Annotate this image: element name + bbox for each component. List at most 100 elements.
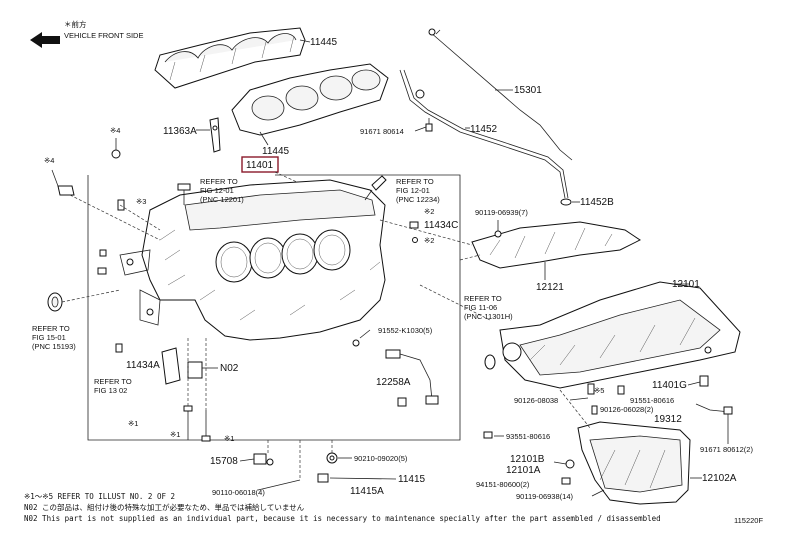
- label-91552: 91552-K1030(5): [378, 326, 433, 335]
- marker-2a: ※2: [424, 207, 434, 216]
- sensor-plug: [364, 175, 387, 201]
- bolt-91551-80616: [617, 385, 625, 395]
- refer-note-3: REFER TO FIG 11-06 (PNC 11301H): [464, 294, 513, 321]
- note-line-2: N02 この部品は、組付け後の特殊な加工が必要なため、単品では補給していません: [24, 502, 305, 512]
- cylinder-block: [119, 179, 386, 341]
- note-line-3: N02 This part is not supplied as an indi…: [24, 514, 661, 523]
- refer-note-5: REFER TO FIG 13 02: [94, 377, 132, 395]
- bolt-93551: [483, 431, 493, 439]
- note-line-1: ※1～※5 REFER TO ILLUST NO. 2 OF 2: [24, 492, 175, 501]
- label-11452B: 11452B: [580, 197, 614, 208]
- svg-text:(PNC 12201): (PNC 12201): [200, 195, 244, 204]
- oil-dipstick: [428, 28, 573, 161]
- assembly-frame: [87, 174, 461, 441]
- label-12102A: 12102A: [702, 473, 737, 484]
- plug-11415: [317, 473, 329, 483]
- label-90126-06028: 90126-06028(2): [600, 405, 654, 414]
- svg-text:REFER TO: REFER TO: [464, 294, 502, 303]
- pin-11401G: [699, 375, 709, 387]
- marker-2b: ※2: [424, 236, 434, 245]
- label-90110-06018: 90110-06018(4): [212, 488, 265, 497]
- sensor-12258A: [385, 349, 439, 407]
- label-90126-08038: 90126-08038: [514, 396, 558, 405]
- marker-5: ※5: [594, 386, 604, 395]
- label-11401G: 11401G: [652, 380, 687, 391]
- svg-text:FIG 12-01: FIG 12-01: [396, 186, 430, 195]
- plug-seal: [484, 354, 496, 370]
- label-90119-06939: 90119-06939(7): [475, 208, 528, 217]
- label-12258A: 12258A: [376, 377, 411, 388]
- label-N02: N02: [220, 363, 239, 374]
- label-12101A: 12101A: [506, 465, 541, 476]
- oil-pan-upper: [499, 281, 741, 389]
- marker-1b: ※1: [170, 430, 180, 439]
- bolt-90126-06028: [591, 405, 598, 415]
- refer-note-2: REFER TO FIG 12-01 (PNC 12234): [396, 177, 440, 204]
- label-19312: 19312: [654, 414, 682, 425]
- label-12121: 12121: [536, 282, 564, 293]
- bolt-icon: [177, 183, 191, 205]
- svg-text:FIG 11-06: FIG 11-06: [464, 303, 497, 312]
- label-11415: 11415: [398, 474, 426, 485]
- svg-text:(PNC 11301H): (PNC 11301H): [464, 312, 513, 321]
- svg-text:FIG 13 02: FIG 13 02: [94, 386, 127, 395]
- label-91551-80616: 91551-80616: [630, 396, 674, 405]
- bracket-11363A: [209, 117, 221, 153]
- front-arrow-icon: [30, 32, 60, 48]
- oil-seal-ring: [47, 292, 63, 312]
- illustration-number: 115220F: [734, 516, 763, 525]
- marker-4a: ※4: [110, 126, 120, 135]
- refer-note-1: REFER TO FIG 12-01 (PNC 12201): [200, 177, 244, 204]
- label-15708: 15708: [210, 456, 238, 467]
- label-12101B: 12101B: [510, 454, 545, 465]
- label-11434C: 11434C: [424, 220, 458, 231]
- label-11401: 11401: [246, 160, 274, 171]
- pin-11434C: [409, 221, 419, 243]
- dipstick-guide: [399, 69, 569, 199]
- marker-4b: ※4: [44, 156, 54, 165]
- label-91671-80614: 91671 80614: [360, 127, 404, 136]
- fitting-left-small: [51, 149, 125, 275]
- pin-small: [115, 343, 123, 353]
- orientation-en: VEHICLE FRONT SIDE: [64, 31, 143, 40]
- svg-text:FIG 15-01: FIG 15-01: [32, 333, 66, 342]
- label-93551-80616: 93551-80616: [506, 432, 550, 441]
- svg-text:FIG 12-01: FIG 12-01: [200, 186, 234, 195]
- label-12101: 12101: [672, 279, 700, 290]
- cap-11434A: [161, 347, 203, 385]
- insulator-cover-upper: [154, 27, 306, 89]
- oil-baffle-plate: [471, 221, 641, 269]
- label-15301: 15301: [514, 85, 542, 96]
- bolt-91671-80614: [425, 118, 433, 132]
- label-11363A: 11363A: [163, 126, 197, 137]
- tube-19312: [695, 403, 733, 415]
- marker-3: ※3: [136, 197, 146, 206]
- label-11415A: 11415A: [350, 486, 384, 497]
- label-94151-80600: 94151-80600(2): [476, 480, 530, 489]
- label-11445-upper: 11445: [310, 37, 338, 48]
- label-91671-80612: 91671 80612(2): [700, 445, 753, 454]
- bolt-90126-08038: [587, 383, 595, 395]
- label-90119-06938: 90119-06938(14): [516, 492, 573, 501]
- insulator-cover-lower: [231, 63, 389, 136]
- svg-text:(PNC 15193): (PNC 15193): [32, 342, 76, 351]
- marker-1a: ※1: [128, 419, 138, 428]
- svg-text:(PNC 12234): (PNC 12234): [396, 195, 440, 204]
- oil-pan-lower: [577, 421, 691, 505]
- label-11445-lower: 11445: [262, 146, 290, 157]
- svg-text:REFER TO: REFER TO: [396, 177, 434, 186]
- plug-15708: [253, 453, 274, 466]
- label-90210-09020: 90210-09020(5): [354, 454, 408, 463]
- svg-text:REFER TO: REFER TO: [32, 324, 70, 333]
- marker-1c: ※1: [224, 434, 234, 443]
- label-11452: 11452: [470, 124, 498, 135]
- label-11434A: 11434A: [126, 360, 160, 371]
- svg-text:REFER TO: REFER TO: [200, 177, 238, 186]
- highlight-box-11401: [241, 156, 279, 173]
- orientation-jp: ＊前方: [64, 19, 87, 29]
- bolt-91552: [352, 339, 360, 347]
- bolt-long: [183, 405, 211, 442]
- svg-text:REFER TO: REFER TO: [94, 377, 132, 386]
- washer-90210: [326, 452, 338, 464]
